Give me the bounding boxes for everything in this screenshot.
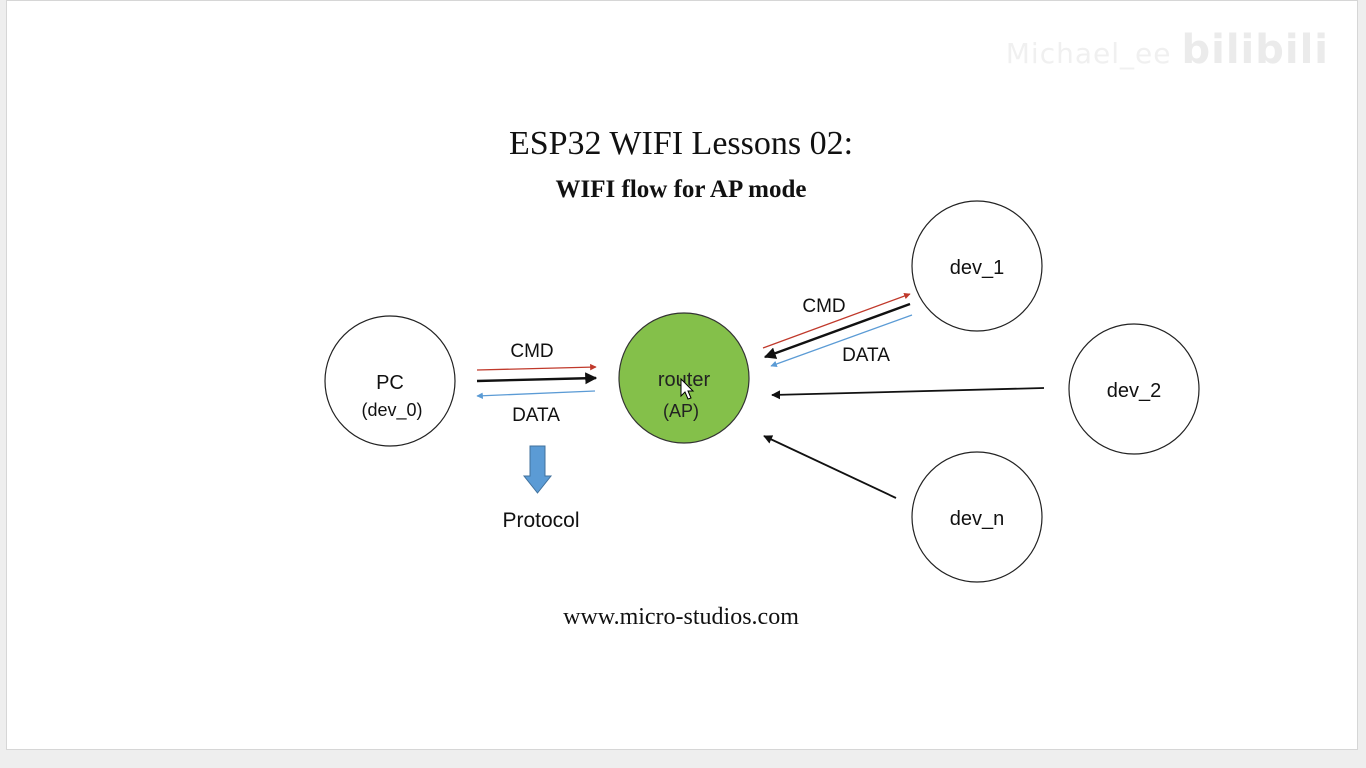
flow-pc-router: CMD DATA bbox=[476, 341, 598, 426]
pc-label: PC bbox=[376, 372, 404, 394]
pc-circle bbox=[324, 315, 456, 447]
dev2-link-arrow bbox=[771, 387, 1045, 400]
pc-data-label: DATA bbox=[512, 405, 560, 426]
devn-circle bbox=[911, 451, 1043, 583]
node-dev2: dev_2 bbox=[1068, 323, 1200, 455]
protocol-down-arrow-icon bbox=[522, 445, 553, 494]
slide-title: ESP32 WIFI Lessons 02: bbox=[509, 125, 853, 162]
mouse-cursor-icon bbox=[680, 377, 695, 400]
dev1-cmd-arrow bbox=[762, 292, 911, 349]
node-router: router (AP) bbox=[618, 312, 750, 444]
node-pc: PC (dev_0) bbox=[324, 315, 456, 447]
slide-subtitle: WIFI flow for AP mode bbox=[556, 176, 807, 203]
node-dev1: dev_1 bbox=[911, 200, 1043, 332]
node-devn: dev_n bbox=[911, 451, 1043, 583]
dev2-circle bbox=[1068, 323, 1200, 455]
dev1-label: dev_1 bbox=[950, 257, 1005, 279]
watermark: Michael_ee bilibili bbox=[1006, 27, 1329, 73]
protocol-group: Protocol bbox=[502, 445, 580, 532]
router-sublabel: (AP) bbox=[663, 401, 699, 421]
pc-link-arrow bbox=[476, 372, 598, 385]
pc-cmd-arrow bbox=[476, 363, 597, 371]
pc-data-arrow bbox=[476, 390, 596, 399]
pc-cmd-label: CMD bbox=[510, 341, 553, 362]
dev1-data-label: DATA bbox=[842, 345, 890, 366]
flow-dev1-router: CMD DATA bbox=[762, 292, 913, 368]
router-label: router bbox=[658, 369, 711, 391]
devn-link-arrow bbox=[763, 435, 897, 499]
dev2-label: dev_2 bbox=[1107, 380, 1162, 402]
dev1-circle bbox=[911, 200, 1043, 332]
footer-url: www.micro-studios.com bbox=[563, 604, 799, 630]
watermark-brand: bilibili bbox=[1181, 27, 1329, 73]
watermark-author: Michael_ee bbox=[1005, 37, 1172, 70]
protocol-label: Protocol bbox=[502, 509, 579, 532]
pc-sublabel: (dev_0) bbox=[361, 400, 422, 421]
dev1-cmd-label: CMD bbox=[802, 296, 845, 317]
router-circle bbox=[618, 312, 750, 444]
dev1-link-arrow bbox=[763, 302, 911, 359]
dev1-data-arrow bbox=[770, 314, 913, 368]
devn-label: dev_n bbox=[950, 508, 1005, 530]
